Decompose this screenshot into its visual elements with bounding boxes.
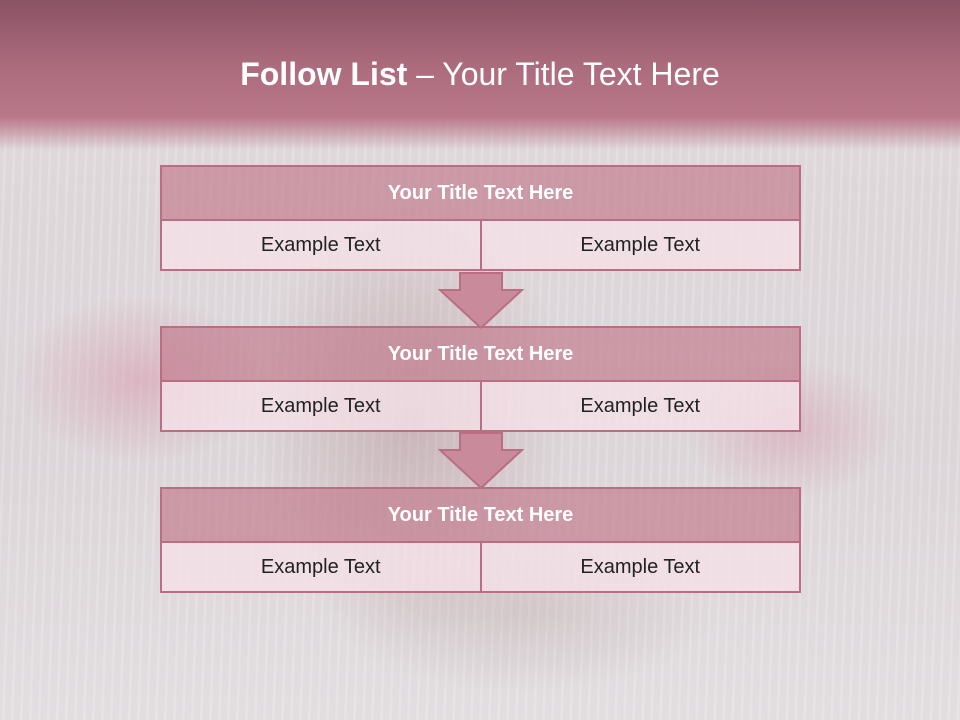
block-title: Your Title Text Here: [160, 165, 801, 221]
list-block-3: Your Title Text Here Example Text Exampl…: [160, 487, 801, 593]
block-row: Example Text Example Text: [160, 543, 801, 593]
block-cell-right: Example Text: [479, 382, 799, 430]
block-row: Example Text Example Text: [160, 382, 801, 432]
block-cell-left: Example Text: [162, 382, 480, 430]
header-band: [0, 0, 960, 150]
slide-title: Follow List – Your Title Text Here: [0, 56, 960, 93]
list-block-2: Your Title Text Here Example Text Exampl…: [160, 326, 801, 432]
block-title: Your Title Text Here: [160, 487, 801, 543]
list-block-1: Your Title Text Here Example Text Exampl…: [160, 165, 801, 271]
block-row: Example Text Example Text: [160, 221, 801, 271]
block-cell-left: Example Text: [162, 221, 480, 269]
down-arrow-icon: [438, 432, 524, 490]
block-cell-left: Example Text: [162, 543, 480, 591]
block-cell-right: Example Text: [479, 543, 799, 591]
slide-title-bold: Follow List: [240, 56, 408, 92]
block-cell-right: Example Text: [479, 221, 799, 269]
slide-title-rest: – Your Title Text Here: [407, 56, 720, 92]
down-arrow-icon: [438, 272, 524, 330]
block-title: Your Title Text Here: [160, 326, 801, 382]
